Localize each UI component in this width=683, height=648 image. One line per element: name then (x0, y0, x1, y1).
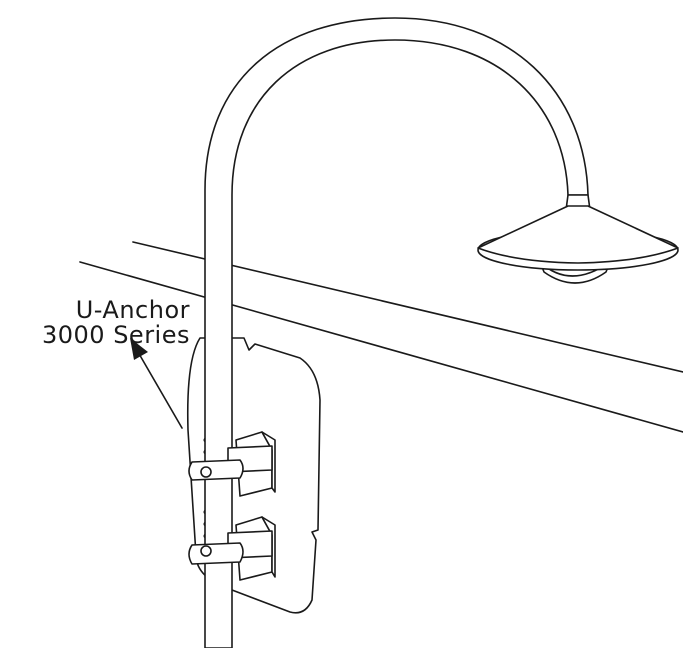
callout-line-1: U-Anchor (75, 296, 190, 324)
callout-line-2: 3000 Series (41, 321, 190, 349)
lower-clamp (188, 516, 276, 581)
lamp-shade (477, 194, 679, 284)
arrow-up-left-icon (130, 338, 183, 429)
upper-clamp (188, 431, 276, 497)
product-callout-label: U-Anchor 3000 Series (0, 298, 190, 348)
